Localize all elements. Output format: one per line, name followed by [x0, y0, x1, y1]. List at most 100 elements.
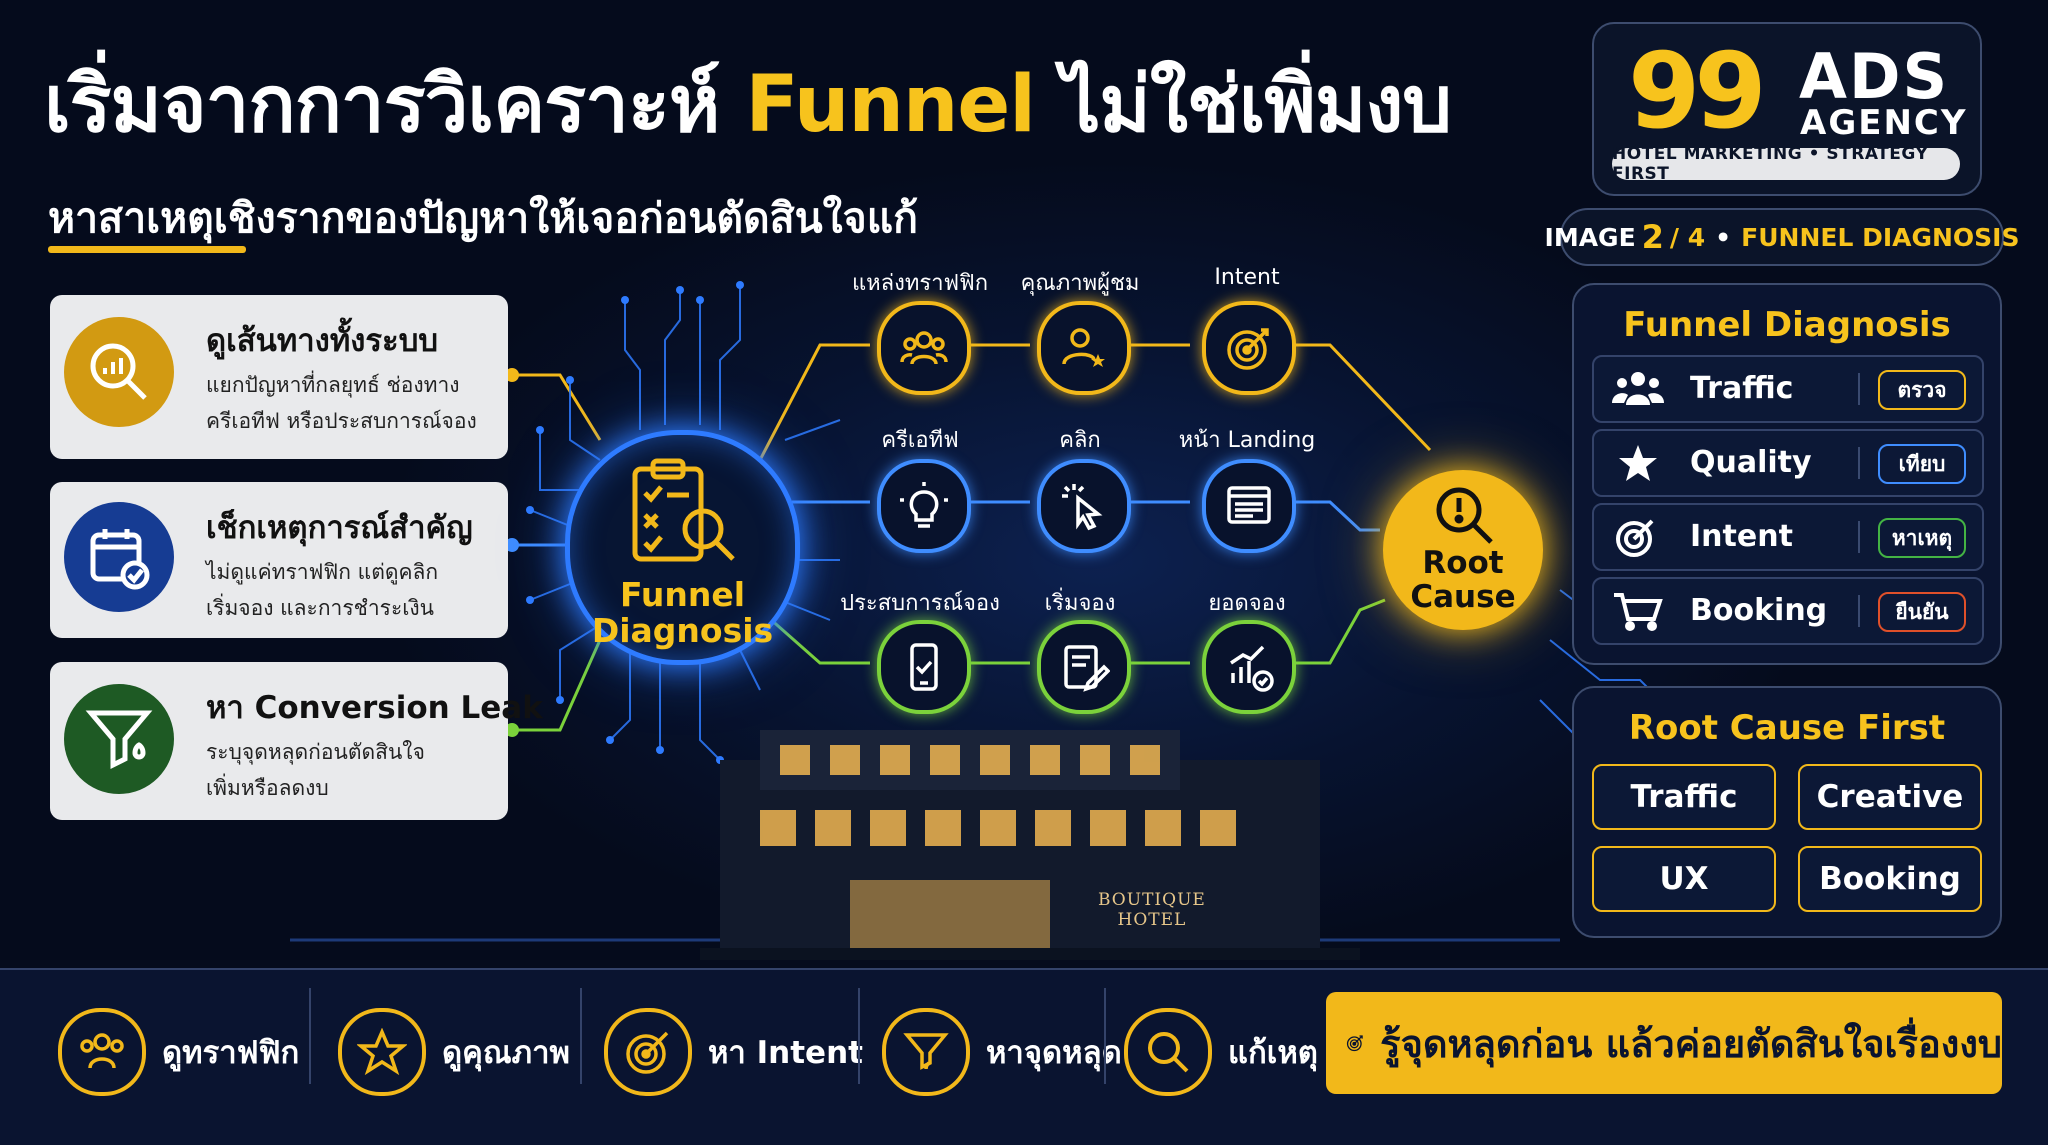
card-title: เช็กเหตุการณ์สำคัญ: [206, 510, 473, 546]
bottom-item-intent: หา Intent: [604, 992, 863, 1112]
target-icon: [1346, 1035, 1363, 1052]
cta-text: รู้จุดหลุดก่อน แล้วค่อยตัดสินใจเรื่องงบ: [1380, 1021, 2002, 1066]
root-button-creative[interactable]: Creative: [1798, 764, 1982, 830]
root-button-ux[interactable]: UX: [1592, 846, 1776, 912]
brand-tagline: HOTEL MARKETING • STRATEGY FIRST: [1612, 144, 1960, 184]
chart-check-icon: [1202, 620, 1296, 714]
card-description: ไม่ดูแค่ทราฟฟิก แต่ดูคลิก เริ่มจอง และกา…: [206, 554, 438, 626]
alert-search-icon: [1436, 487, 1493, 544]
title-main: เริ่มจากการวิเคราะห์: [44, 60, 720, 150]
card-conversion-leak: หา Conversion Leak ระบุจุดหลุดก่อนตัดสิน…: [50, 662, 543, 820]
brand-ads: ADS: [1799, 40, 1950, 113]
users-icon: [58, 1008, 146, 1096]
title-highlight: Funnel: [745, 60, 1036, 150]
star-icon: [1610, 443, 1666, 487]
hotel-sign-line2: HOTEL: [1117, 910, 1187, 930]
brand-number: 99: [1628, 30, 1767, 152]
row-separator: [1858, 521, 1860, 553]
hotel-sign-line1: BOUTIQUE: [1098, 890, 1206, 910]
flow-label: ครีเอทีฟ: [881, 428, 959, 453]
root-cause-label: Root Cause: [1383, 546, 1543, 614]
cart-icon: [1610, 591, 1666, 635]
row-separator: [1858, 373, 1860, 405]
hub-label: Funnel Diagnosis: [570, 577, 795, 649]
pill-current: 2: [1641, 218, 1664, 256]
pill-prefix: IMAGE: [1544, 222, 1636, 252]
funnel-leak-icon: [64, 684, 174, 794]
title-underline: [48, 246, 246, 253]
bottom-separator: [580, 988, 582, 1084]
flow-label: ยอดจอง: [1208, 591, 1286, 616]
flow-label: คลิก: [1059, 428, 1101, 453]
panel-title: Root Cause First: [1628, 708, 1946, 748]
bottom-separator: [858, 988, 860, 1084]
page-subtitle: หาสาเหตุเชิงรากของปัญหาให้เจอก่อนตัดสินใ…: [48, 194, 918, 242]
bottom-item-quality: ดูคุณภาพ: [338, 992, 570, 1112]
cta-banner[interactable]: รู้จุดหลุดก่อน แล้วค่อยตัดสินใจเรื่องงบ: [1326, 992, 2002, 1094]
user-star-icon: [1037, 301, 1131, 395]
root-button-booking[interactable]: Booking: [1798, 846, 1982, 912]
card-description: แยกปัญหาที่กลยุทธ์ ช่องทาง ครีเอทีฟ หรือ…: [206, 367, 477, 439]
flow-label: ประสบการณ์จอง: [840, 591, 1000, 616]
clipboard-search-icon: [625, 457, 745, 576]
hub-label-line2: Diagnosis: [591, 611, 774, 650]
bottom-label: ดูคุณภาพ: [442, 1035, 570, 1071]
users-icon: [1610, 369, 1666, 413]
flow-label: หน้า Landing: [1178, 428, 1316, 453]
diagnosis-label: Intent: [1690, 519, 1793, 554]
pill-label: FUNNEL DIAGNOSIS: [1741, 222, 2020, 252]
bottom-label: แก้เหตุ: [1228, 1035, 1318, 1071]
form-edit-icon: [1037, 620, 1131, 714]
diagnosis-row-booking: Booking ยืนยัน: [1592, 577, 1984, 645]
status-badge: เทียบ: [1878, 444, 1966, 484]
card-line: เริ่มจอง และการชำระเงิน: [206, 596, 435, 620]
bottom-bar: ดูทราฟฟิก ดูคุณภาพ หา Intent หาจุดหลุด แ…: [0, 968, 2048, 1145]
target-icon: [604, 1008, 692, 1096]
pill-separator: •: [1715, 222, 1732, 252]
browser-window-icon: [1202, 459, 1296, 553]
funnel-diagnosis-panel: Funnel Diagnosis Traffic ตรวจ Quality เท…: [1572, 283, 2002, 665]
flow-label: Intent: [1214, 265, 1280, 290]
search-chart-icon: [64, 317, 174, 427]
bottom-label: หา Intent: [708, 1035, 863, 1071]
image-counter-pill: IMAGE 2 / 4 • FUNNEL DIAGNOSIS: [1545, 208, 2020, 266]
target-icon: [1610, 517, 1666, 561]
title-end: ไม่ใช่เพิ่มงบ: [1061, 60, 1452, 150]
flow-label: คุณภาพผู้ชม: [1020, 271, 1140, 296]
root-cause-first-panel: Root Cause First Traffic Creative UX Boo…: [1572, 686, 2002, 938]
lightbulb-icon: [877, 459, 971, 553]
root-cause-line2: Cause: [1410, 579, 1516, 615]
card-key-events: เช็กเหตุการณ์สำคัญ ไม่ดูแค่ทราฟฟิก แต่ดู…: [50, 482, 508, 638]
star-icon: [338, 1008, 426, 1096]
search-icon: [1124, 1008, 1212, 1096]
root-cause-line1: Root: [1422, 545, 1504, 581]
card-line: เพิ่มหรือลดงบ: [206, 776, 329, 800]
diagnosis-row-quality: Quality เทียบ: [1592, 429, 1984, 497]
status-badge: ตรวจ: [1878, 370, 1966, 410]
page-title: เริ่มจากการวิเคราะห์ Funnel ไม่ใช่เพิ่มง…: [44, 66, 1452, 144]
bottom-separator: [309, 988, 311, 1084]
status-badge: หาเหตุ: [1878, 518, 1966, 558]
root-button-traffic[interactable]: Traffic: [1592, 764, 1776, 830]
bottom-separator: [1104, 988, 1106, 1084]
users-icon: [877, 301, 971, 395]
brand-logo: 99 ADS AGENCY HOTEL MARKETING • STRATEGY…: [1592, 22, 1982, 196]
bottom-label: ดูทราฟฟิก: [162, 1035, 300, 1071]
flow-label: แหล่งทราฟฟิก: [851, 271, 989, 296]
root-cause-circle: Root Cause: [1383, 470, 1543, 630]
phone-check-icon: [877, 620, 971, 714]
cursor-click-icon: [1037, 459, 1131, 553]
target-icon: [1202, 301, 1296, 395]
card-description: ระบุจุดหลุดก่อนตัดสินใจ เพิ่มหรือลดงบ: [206, 734, 425, 806]
hotel-sign: BOUTIQUE HOTEL: [1098, 890, 1206, 930]
status-badge: ยืนยัน: [1878, 592, 1966, 632]
row-separator: [1858, 447, 1860, 479]
bottom-item-leak: หาจุดหลุด: [882, 992, 1122, 1112]
diagnosis-row-intent: Intent หาเหตุ: [1592, 503, 1984, 571]
funnel-drop-icon: [882, 1008, 970, 1096]
bottom-item-fix: แก้เหตุ: [1124, 992, 1318, 1112]
brand-agency: AGENCY: [1800, 103, 1968, 143]
boutique-hotel-illustration: [700, 730, 1360, 960]
card-system-path: ดูเส้นทางทั้งระบบ แยกปัญหาที่กลยุทธ์ ช่อ…: [50, 295, 508, 459]
